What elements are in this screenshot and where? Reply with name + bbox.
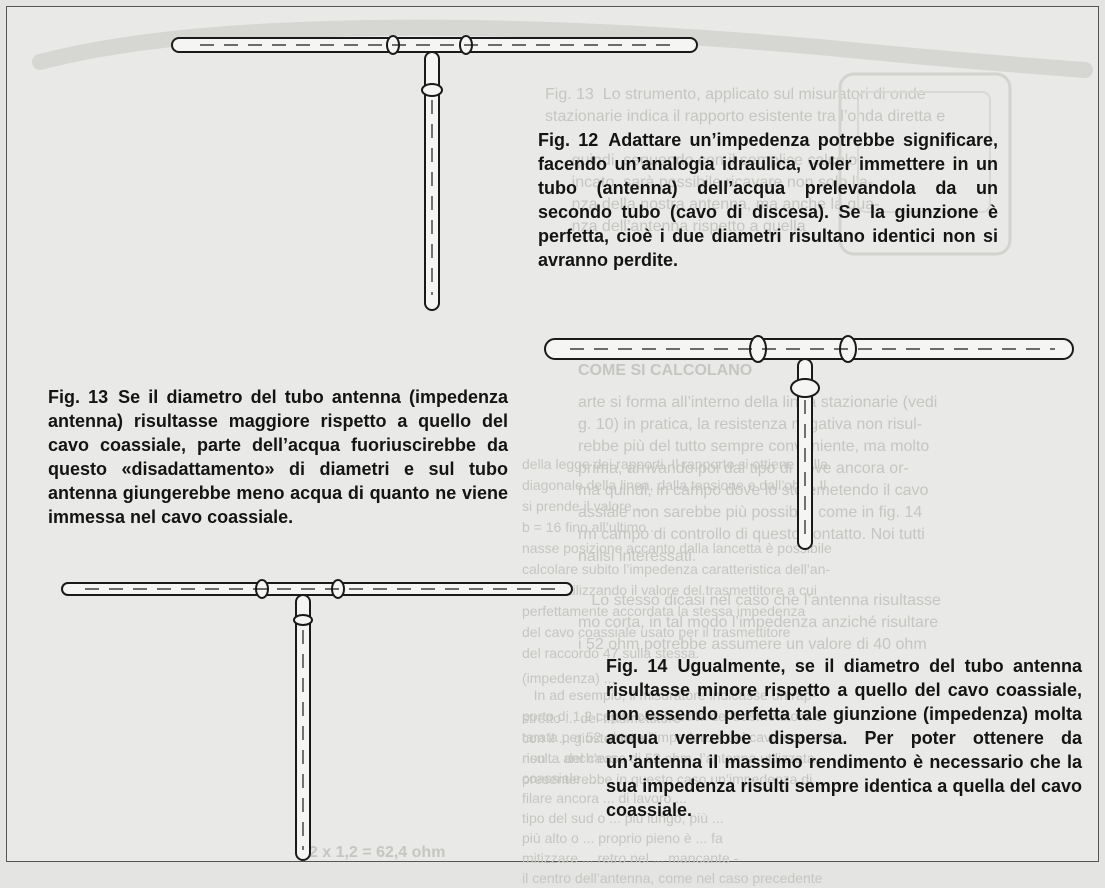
fig13-number: Fig. 13 — [48, 387, 109, 407]
bleed-text-top-right: Fig. 13 Lo strumento, applicato sul misu… — [545, 86, 946, 235]
fig14-antenna-drawing — [61, 579, 573, 861]
fig13-text: Se il diametro del tubo antenna (impeden… — [48, 387, 509, 527]
fig13-antenna-drawing — [544, 335, 1074, 550]
bleed-heading: COME SI CALCOLANO — [578, 362, 753, 379]
bleed-text-mid-right: arte si forma all’interno della linea st… — [578, 394, 941, 653]
fig12-number: Fig. 12 — [538, 130, 599, 150]
page-frame — [6, 6, 1099, 862]
fig14-number: Fig. 14 — [606, 656, 668, 676]
fig12-text: Adattare un’impedenza potrebbe significa… — [538, 130, 999, 270]
fig12-antenna-drawing — [171, 35, 698, 311]
fig14-text: Ugualmente, se il diametro del tubo ante… — [606, 656, 1083, 820]
